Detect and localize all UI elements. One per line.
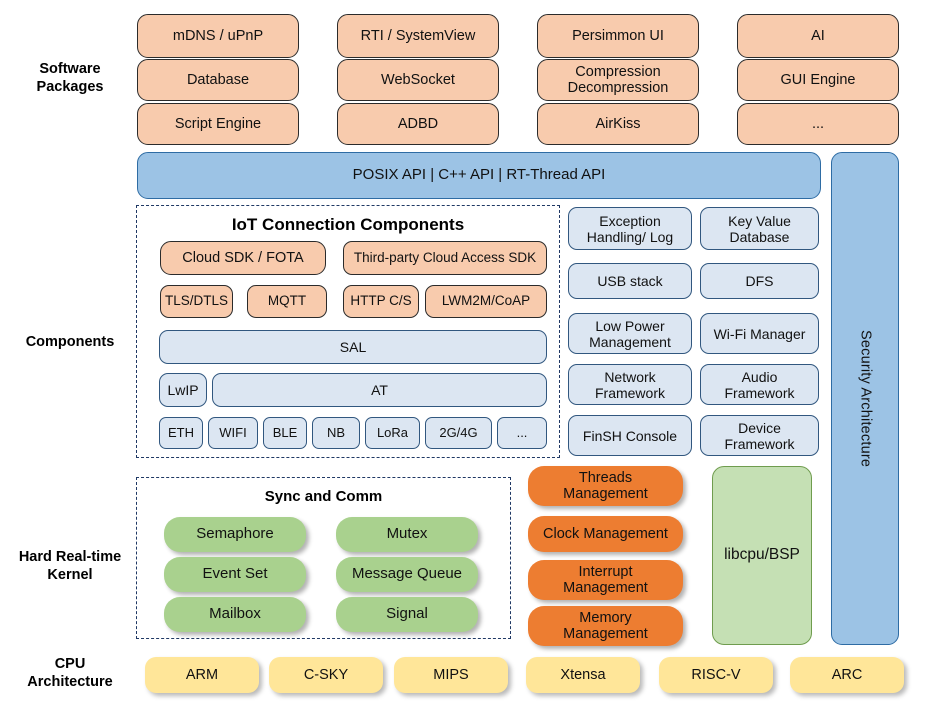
sync-chip[interactable]: Message Queue bbox=[336, 557, 478, 592]
package-box[interactable]: Script Engine bbox=[137, 103, 299, 145]
link-box[interactable]: 2G/4G bbox=[425, 417, 492, 449]
iot-protocol-box[interactable]: TLS/DTLS bbox=[160, 285, 233, 318]
cpu-arch-chip[interactable]: ARM bbox=[145, 657, 259, 693]
component-chip[interactable]: Wi-Fi Manager bbox=[700, 313, 819, 354]
package-box[interactable]: mDNS / uPnP bbox=[137, 14, 299, 58]
link-box[interactable]: ETH bbox=[159, 417, 203, 449]
kernel-chip[interactable]: Memory Management bbox=[528, 606, 683, 646]
libcpu-bsp-box[interactable]: libcpu/BSP bbox=[712, 466, 812, 645]
link-box[interactable]: ... bbox=[497, 417, 547, 449]
package-box[interactable]: RTI / SystemView bbox=[337, 14, 499, 58]
package-box[interactable]: Compression Decompression bbox=[537, 59, 699, 101]
package-box[interactable]: WebSocket bbox=[337, 59, 499, 101]
iot-connection-group bbox=[136, 205, 560, 458]
cpu-arch-chip[interactable]: Xtensa bbox=[526, 657, 640, 693]
link-box[interactable]: BLE bbox=[263, 417, 307, 449]
kernel-chip[interactable]: Threads Management bbox=[528, 466, 683, 506]
kernel-chip[interactable]: Interrupt Management bbox=[528, 560, 683, 600]
sync-chip[interactable]: Mutex bbox=[336, 517, 478, 552]
component-chip[interactable]: Audio Framework bbox=[700, 364, 819, 405]
sync-chip[interactable]: Mailbox bbox=[164, 597, 306, 632]
lwip-box[interactable]: LwIP bbox=[159, 373, 207, 407]
iot-protocol-box[interactable]: MQTT bbox=[247, 285, 327, 318]
sync-chip[interactable]: Event Set bbox=[164, 557, 306, 592]
iot-protocol-box[interactable]: LWM2M/CoAP bbox=[425, 285, 547, 318]
package-box[interactable]: AirKiss bbox=[537, 103, 699, 145]
package-box[interactable]: Database bbox=[137, 59, 299, 101]
component-chip[interactable]: DFS bbox=[700, 263, 819, 299]
cpu-arch-chip[interactable]: MIPS bbox=[394, 657, 508, 693]
component-chip[interactable]: Low Power Management bbox=[568, 313, 692, 354]
component-chip[interactable]: FinSH Console bbox=[568, 415, 692, 456]
package-box[interactable]: ... bbox=[737, 103, 899, 145]
link-box[interactable]: LoRa bbox=[365, 417, 420, 449]
component-chip[interactable]: Network Framework bbox=[568, 364, 692, 405]
component-chip[interactable]: Device Framework bbox=[700, 415, 819, 456]
iot-cloud-box[interactable]: Cloud SDK / FOTA bbox=[160, 241, 326, 275]
row-label-cpu: CPU Architecture bbox=[27, 656, 113, 690]
sync-group-title: Sync and Comm bbox=[264, 488, 383, 505]
link-box[interactable]: NB bbox=[312, 417, 360, 449]
sal-box[interactable]: SAL bbox=[159, 330, 547, 364]
component-chip[interactable]: Exception Handling/ Log bbox=[568, 207, 692, 250]
package-box[interactable]: AI bbox=[737, 14, 899, 58]
sync-chip[interactable]: Signal bbox=[336, 597, 478, 632]
component-chip[interactable]: USB stack bbox=[568, 263, 692, 299]
cpu-arch-chip[interactable]: ARC bbox=[790, 657, 904, 693]
iot-protocol-box[interactable]: HTTP C/S bbox=[343, 285, 419, 318]
security-architecture-bar[interactable]: Security Architecture bbox=[831, 152, 899, 645]
kernel-chip[interactable]: Clock Management bbox=[528, 516, 683, 552]
package-box[interactable]: ADBD bbox=[337, 103, 499, 145]
sync-chip[interactable]: Semaphore bbox=[164, 517, 306, 552]
sync-and-comm-group bbox=[136, 477, 511, 639]
row-label-components: Components bbox=[25, 334, 115, 350]
cpu-arch-chip[interactable]: RISC-V bbox=[659, 657, 773, 693]
row-label-software-packages: Software Packages bbox=[36, 61, 104, 95]
row-label-kernel: Hard Real-time Kernel bbox=[18, 549, 122, 583]
link-box[interactable]: WIFI bbox=[208, 417, 258, 449]
package-box[interactable]: GUI Engine bbox=[737, 59, 899, 101]
component-chip[interactable]: Key Value Database bbox=[700, 207, 819, 250]
cpu-arch-chip[interactable]: C-SKY bbox=[269, 657, 383, 693]
at-box[interactable]: AT bbox=[212, 373, 547, 407]
api-bar[interactable]: POSIX API | C++ API | RT-Thread API bbox=[137, 152, 821, 199]
security-architecture-label: Security Architecture bbox=[857, 329, 874, 468]
iot-cloud-box[interactable]: Third-party Cloud Access SDK bbox=[343, 241, 547, 275]
iot-group-title: IoT Connection Components bbox=[231, 215, 465, 234]
package-box[interactable]: Persimmon UI bbox=[537, 14, 699, 58]
